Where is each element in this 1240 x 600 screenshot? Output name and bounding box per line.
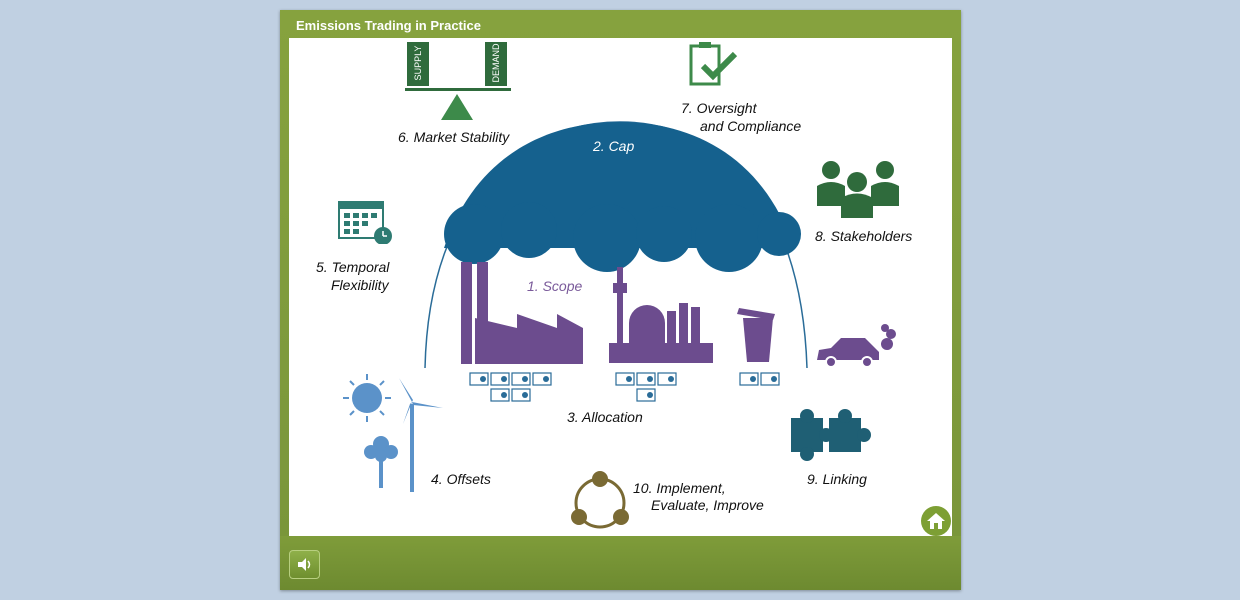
refinery-icon: [609, 267, 713, 363]
home-icon: [927, 513, 945, 529]
home-button[interactable]: [921, 506, 951, 536]
supply-label: SUPPLY: [413, 45, 423, 81]
factory-icon: [461, 262, 583, 364]
stakeholders-icon: [817, 161, 899, 218]
car-icon: [817, 324, 896, 368]
speaker-icon: [298, 558, 311, 571]
calendar-icon: [338, 201, 392, 244]
module-frame: Emissions Trading in Practice: [280, 10, 961, 590]
trash-bin-icon: [737, 308, 775, 362]
temporal-label-line1: 5. Temporal: [316, 259, 390, 275]
market-stability-label: 6. Market Stability: [398, 129, 510, 145]
allowance-certificates-icon: [469, 372, 780, 402]
oversight-label-line2: and Compliance: [700, 118, 802, 134]
bottom-bar: [280, 536, 961, 590]
puzzle-icon: [791, 409, 871, 461]
offsets-label: 4. Offsets: [431, 471, 491, 487]
cycle-icon: [571, 471, 629, 529]
implement-label-line2: Evaluate, Improve: [651, 497, 764, 513]
stakeholders-label: 8. Stakeholders: [815, 228, 913, 244]
tree-icon: [364, 436, 398, 488]
linking-label: 9. Linking: [807, 471, 867, 487]
wind-turbine-icon: [399, 378, 443, 492]
clipboard-check-icon: [689, 42, 738, 86]
diagram-panel: SUPPLY DEMAND: [289, 38, 952, 536]
module-title: Emissions Trading in Practice: [296, 18, 481, 33]
implement-label-line1: 10. Implement,: [633, 480, 726, 496]
demand-label: DEMAND: [491, 43, 501, 83]
temporal-label-line2: Flexibility: [331, 277, 389, 293]
cap-label: 2. Cap: [593, 138, 635, 154]
sound-button[interactable]: [289, 550, 320, 579]
sun-icon: [343, 374, 391, 422]
supply-demand-scale-icon: SUPPLY DEMAND: [405, 42, 511, 122]
allocation-label: 3. Allocation: [567, 409, 643, 425]
oversight-label-line1: 7. Oversight: [681, 100, 757, 116]
scope-label: 1. Scope: [527, 278, 583, 294]
cap-dome: [424, 121, 808, 369]
